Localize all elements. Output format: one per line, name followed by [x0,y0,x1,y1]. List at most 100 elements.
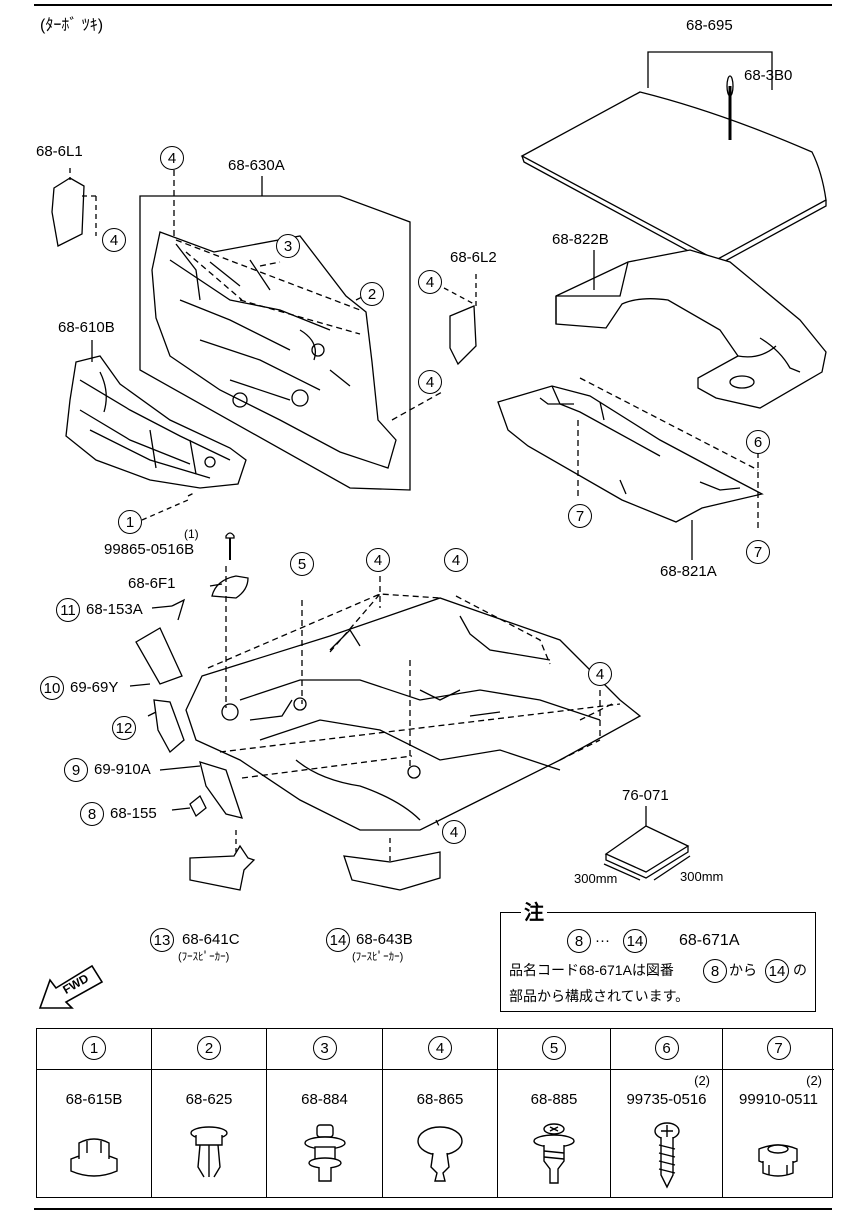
callout-3: 3 [276,234,300,258]
label-76-071: 76-071 [622,787,669,804]
dash-insulator-lower [65,355,247,489]
callout-1: 1 [118,510,142,534]
legend-column: 7 (2) 99910-0511 [723,1029,834,1197]
label-68-643B: 68-643B [356,931,413,948]
note-range-sep: ··· [595,932,610,949]
dash-floor [207,566,621,829]
label-dim-a: 300mm [574,871,618,886]
note-line1-b: から [729,962,757,978]
note-line1-c: の [793,962,807,978]
legend-num: 5 [542,1036,566,1060]
legend-num: 4 [428,1036,452,1060]
top-rule [34,4,832,6]
bottom-rule [34,1208,832,1210]
callout-4-a: 4 [160,146,184,170]
label-dim-b: 300mm [680,869,724,884]
legend-part: 68-625 [185,1091,233,1108]
legend-part: 99735-0516 [626,1091,707,1108]
callout-4-f: 4 [444,548,468,572]
trunk-side-box [555,249,827,409]
callout-4-c: 4 [418,270,442,294]
legend-part: 68-615B [65,1091,123,1108]
dash-insulator [151,231,397,469]
callout-13: 13 [150,928,174,952]
callout-7-b: 7 [746,540,770,564]
callout-8: 8 [80,802,104,826]
callout-2: 2 [360,282,384,306]
sheet-76-071 [603,806,691,881]
clip-grommet-icon [70,1138,118,1177]
callout-9: 9 [64,758,88,782]
label-68-643B-note: (ﾌｰｽﾋﾟｰｶｰ) [352,951,404,963]
label-68-6F1: 68-6F1 [128,575,176,592]
callout-11: 11 [56,598,80,622]
dash-insulator-frame [139,195,411,491]
note-line2: 部品から構成されています。 [509,988,690,1004]
pad-68-643B [343,851,441,891]
legend-column: 3 68-884 [267,1029,383,1197]
trunk-board [520,75,827,267]
screw-clip-icon [533,1123,575,1184]
note-range-part: 68-671A [679,932,740,949]
dash-68-630A [173,170,443,421]
callout-4-e: 4 [366,548,390,572]
legend-column: 4 68-865 [383,1029,498,1197]
legend-num: 3 [312,1036,337,1060]
note-callout-8: 8 [567,929,591,953]
legend-num: 6 [654,1036,679,1060]
fastener-legend-table: 1 68-615B 2 68-625 3 68-884 [36,1028,834,1198]
label-99865-0516B: 99865-0516B [104,541,195,558]
note-heading: 注 [521,903,547,923]
trim-69-69Y [135,627,183,685]
callout-4-b: 4 [102,228,126,252]
label-68-6L1: 68-6L1 [36,143,83,160]
legend-column: 6 (2) 99735-0516 [611,1029,723,1197]
callout-4-h: 4 [442,820,466,844]
clip-68-155 [189,794,207,818]
side-pad-right [449,305,477,366]
label-68-821A: 68-821A [660,563,717,580]
callout-12: 12 [112,716,136,740]
callout-7-a: 7 [568,504,592,528]
legend-num: 1 [82,1036,106,1060]
legend-column: 2 68-625 [152,1029,267,1197]
note-line1-callout-14: 14 [765,959,789,983]
page-title: (ﾀｰﾎﾞ ﾂｷ) [40,17,104,34]
push-rivet-icon [190,1126,228,1178]
tapping-screw-icon [654,1122,680,1189]
label-68-641C: 68-641C [182,931,240,948]
rear-floor-tray [497,385,764,523]
trim-69-910A [199,761,243,819]
pad-68-641C [189,844,256,891]
label-68-610B: 68-610B [58,319,115,336]
legend-part: 68-885 [530,1091,578,1108]
legend-column: 5 68-885 [498,1029,611,1197]
label-69-910A: 69-910A [94,761,151,778]
screw-99865 [225,532,235,560]
callout-6: 6 [746,430,770,454]
legend-qty: (2) [694,1073,710,1088]
pad-12 [153,699,185,754]
label-68-153A: 68-153A [86,601,143,618]
bracket-68-6F1 [211,575,249,599]
note-line1-a: 品名コード68-671Aは図番 [509,962,674,978]
legend-num: 7 [766,1036,791,1060]
callout-4-g: 4 [588,662,612,686]
leader-68-695 [647,51,773,90]
legend-column: 1 68-615B [37,1029,152,1197]
legend-part: 68-884 [301,1091,348,1108]
legend-part: 99910-0511 [739,1091,818,1108]
callout-4-d: 4 [418,370,442,394]
legend-part: 68-865 [416,1091,464,1108]
legend-num: 2 [197,1036,221,1060]
label-68-155: 68-155 [110,805,157,822]
label-69-69Y: 69-69Y [70,679,119,696]
note-box: 注 8 ··· 14 68-671A 品名コード68-671Aは図番 8 から … [500,903,816,1012]
label-68-641C-note: (ﾌｰｽﾋﾟｰｶｰ) [178,951,230,963]
note-callout-14: 14 [623,929,647,953]
label-68-3B0: 68-3B0 [744,67,793,84]
push-pin-icon [417,1126,463,1182]
dash-68-821A [577,377,759,530]
callout-5: 5 [290,552,314,576]
